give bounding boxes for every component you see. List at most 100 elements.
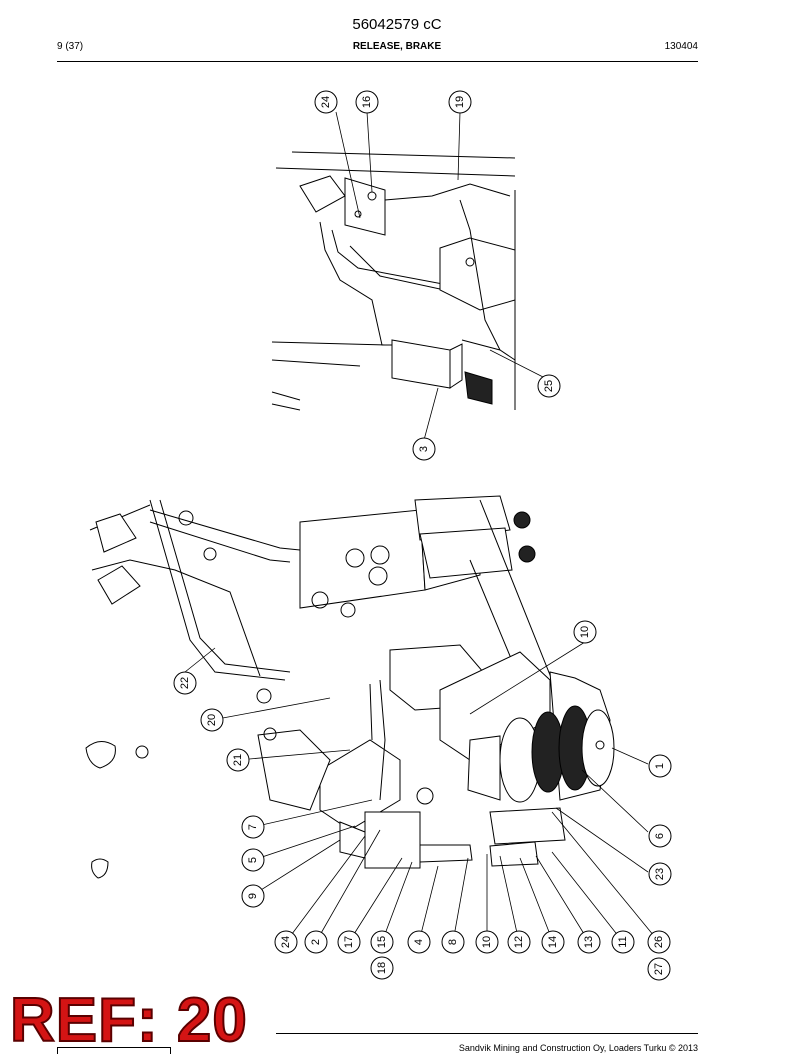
- callout-label: 13: [583, 936, 595, 948]
- callout-circle: [573, 620, 597, 644]
- callout-circle: [475, 930, 499, 954]
- callout-circle: [274, 930, 298, 954]
- bottom-callout-8: 8: [441, 930, 465, 954]
- callout-label: 25: [543, 380, 555, 392]
- callout-circle: [241, 848, 265, 872]
- callout-label: 24: [280, 936, 292, 948]
- callout-circle: [537, 374, 561, 398]
- callout-label: 15: [376, 936, 388, 948]
- callout-label: 19: [454, 96, 466, 108]
- ref-stamp: REF: 20: [9, 985, 248, 1056]
- callout-label: 24: [320, 96, 332, 108]
- top-callout-3: 3: [412, 437, 436, 461]
- bottom-callout-10: 10: [475, 930, 499, 954]
- callout-circle: [241, 884, 265, 908]
- callout-label: 8: [447, 939, 459, 945]
- bottom-callout-18: 18: [370, 956, 394, 980]
- callout-circle: [412, 437, 436, 461]
- footer-rule: [276, 1033, 698, 1034]
- callout-circle: [370, 956, 394, 980]
- callout-circle: [647, 930, 671, 954]
- callout-circle: [173, 671, 197, 695]
- callout-label: 5: [247, 857, 259, 863]
- bottom-callout-10: 10: [573, 620, 597, 644]
- callout-label: 20: [206, 714, 218, 726]
- callout-circle: [648, 754, 672, 778]
- bottom-callout-2: 2: [304, 930, 328, 954]
- bottom-callout-27: 27: [647, 957, 671, 981]
- top-callout-24: 24: [314, 90, 338, 114]
- callout-circle: [648, 824, 672, 848]
- callout-label: 27: [653, 963, 665, 975]
- callout-label: 6: [654, 833, 666, 839]
- callout-label: 22: [179, 677, 191, 689]
- logo-strip: [57, 1047, 171, 1054]
- callout-label: 9: [247, 893, 259, 899]
- callout-circle: [648, 862, 672, 886]
- callout-circle: [541, 930, 565, 954]
- callout-circle: [241, 815, 265, 839]
- callout-circle: [448, 90, 472, 114]
- callout-circle: [355, 90, 379, 114]
- bottom-callout-7: 7: [241, 815, 265, 839]
- callout-circle: [647, 957, 671, 981]
- bottom-callout-1: 1: [648, 754, 672, 778]
- bottom-callout-11: 11: [611, 930, 635, 954]
- callout-label: 11: [617, 936, 629, 947]
- bottom-callout-12: 12: [507, 930, 531, 954]
- bottom-callout-14: 14: [541, 930, 565, 954]
- callout-label: 3: [418, 446, 430, 452]
- bottom-callout-15: 15: [370, 930, 394, 954]
- top-assembly-drawing: [271, 111, 546, 441]
- bottom-callout-21: 21: [226, 748, 250, 772]
- callout-label: 2: [310, 939, 322, 945]
- callout-label: 10: [579, 626, 591, 638]
- callout-label: 1: [654, 763, 666, 769]
- callout-circle: [337, 930, 361, 954]
- callout-circle: [370, 930, 394, 954]
- top-callout-25: 25: [537, 374, 561, 398]
- callout-circle: [441, 930, 465, 954]
- bottom-callout-5: 5: [241, 848, 265, 872]
- bottom-callout-22: 22: [173, 671, 197, 695]
- callout-circle: [304, 930, 328, 954]
- page-number: 9 (37): [57, 41, 84, 52]
- header-rule: [57, 61, 698, 62]
- bottom-callout-23: 23: [648, 862, 672, 886]
- callout-circle: [226, 748, 250, 772]
- callout-circle: [407, 930, 431, 954]
- callout-label: 21: [232, 754, 244, 766]
- callout-label: 7: [247, 824, 259, 830]
- doc-number: 56042579 cC: [352, 16, 442, 33]
- callout-label: 10: [481, 936, 493, 948]
- bottom-callout-20: 20: [200, 708, 224, 732]
- bottom-callout-4: 4: [407, 930, 431, 954]
- callout-label: 4: [413, 939, 425, 945]
- callout-circle: [507, 930, 531, 954]
- callout-label: 14: [547, 936, 559, 948]
- bottom-callout-17: 17: [337, 930, 361, 954]
- callout-circle: [611, 930, 635, 954]
- bottom-callout-9: 9: [241, 884, 265, 908]
- bottom-callout-6: 6: [648, 824, 672, 848]
- top-callout-19: 19: [448, 90, 472, 114]
- callout-circle: [577, 930, 601, 954]
- callout-circle: [200, 708, 224, 732]
- callout-label: 12: [513, 936, 525, 948]
- bottom-assembly-drawing: [85, 495, 660, 943]
- bottom-callout-26: 26: [647, 930, 671, 954]
- document-title: RELEASE, BRAKE: [352, 41, 442, 52]
- callout-label: 18: [376, 962, 388, 974]
- footer-copyright: Sandvik Mining and Construction Oy, Load…: [458, 1043, 698, 1053]
- bottom-callout-24: 24: [274, 930, 298, 954]
- callout-label: 23: [654, 868, 666, 880]
- callout-label: 16: [361, 96, 373, 108]
- document-date: 130404: [664, 41, 698, 52]
- top-callout-16: 16: [355, 90, 379, 114]
- callout-label: 17: [343, 936, 355, 948]
- callouts-top: 24 16 19 25 3: [314, 90, 561, 461]
- callout-circle: [314, 90, 338, 114]
- callout-label: 26: [653, 936, 665, 948]
